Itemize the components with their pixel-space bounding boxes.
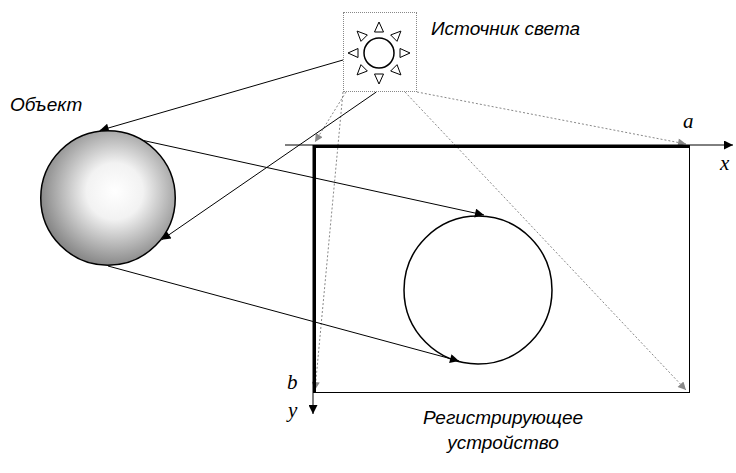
- projection-lines: [315, 92, 686, 390]
- sun-ray: [375, 74, 384, 84]
- object-image: [404, 216, 552, 364]
- sun-disc: [364, 38, 394, 68]
- light-icon: [344, 13, 418, 93]
- recording-device: Регистрирующее устройство: [313, 145, 690, 393]
- node-label: Источник света: [431, 17, 580, 42]
- sun-ray: [357, 65, 367, 75]
- sun-ray: [400, 49, 410, 58]
- light-ray: [162, 92, 377, 240]
- axis-label: x: [720, 153, 729, 174]
- sun-ray: [357, 31, 367, 41]
- sun-ray: [348, 49, 358, 58]
- light-ray: [100, 60, 343, 131]
- sun-ray: [375, 22, 384, 32]
- sphere: [41, 131, 176, 266]
- projection-line: [405, 92, 686, 390]
- projection-line: [417, 92, 686, 144]
- sun-ray: [391, 31, 401, 41]
- light-source: Источник света: [343, 12, 417, 92]
- sphere-shape: [40, 130, 176, 266]
- sun-ray: [391, 65, 401, 75]
- projection-line: [315, 92, 346, 142]
- node-label: Регистрирующее устройство: [388, 406, 618, 455]
- object-sphere: Объект: [40, 130, 176, 266]
- projection-line: [315, 92, 343, 390]
- node-label: Объект: [10, 93, 82, 118]
- corner-label: a: [683, 111, 694, 132]
- projection-ray: [108, 266, 459, 361]
- axis-label: y: [288, 400, 297, 421]
- corner-label: b: [287, 372, 298, 393]
